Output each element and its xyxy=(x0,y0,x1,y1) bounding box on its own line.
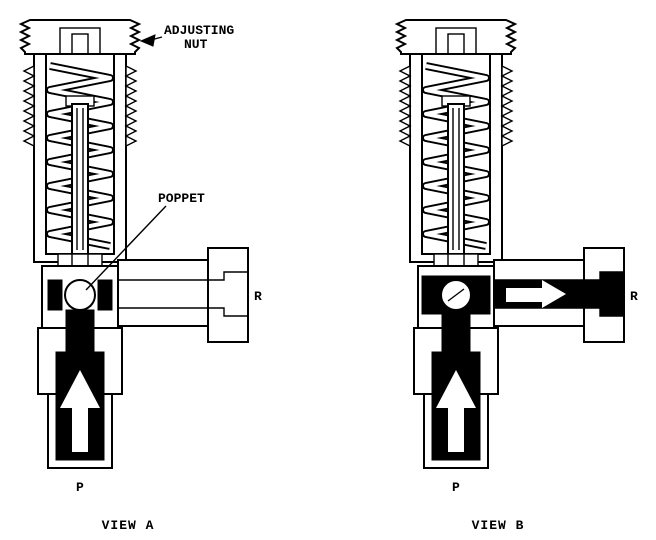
thread-serration-left xyxy=(22,64,36,148)
flow-arrow-up-icon xyxy=(60,370,100,408)
thread-serration-left xyxy=(398,64,412,148)
valve-figure-view-b: R P xyxy=(378,8,648,503)
caption-view-a: VIEW A xyxy=(101,518,155,533)
port-r-label: R xyxy=(630,289,638,304)
thread-serration-right xyxy=(124,64,138,148)
poppet-leader-line xyxy=(85,205,167,291)
port-r-label: R xyxy=(254,289,262,304)
relief-port-fitting xyxy=(207,247,249,343)
port-p-label: P xyxy=(76,480,84,495)
flow-arrow-up-icon xyxy=(436,370,476,408)
valve-stem xyxy=(71,103,89,255)
valve-diagram-view-b: R P xyxy=(394,19,638,495)
thread-serration-right xyxy=(500,64,514,148)
adjusting-nut-label-line2: NUT xyxy=(184,37,208,52)
adjusting-nut-arrowhead-icon xyxy=(139,34,156,47)
flow-arrow-up-shaft xyxy=(72,408,88,452)
caption-view-b: VIEW B xyxy=(471,518,525,533)
flow-arrow-right-shaft xyxy=(506,288,542,302)
poppet-seat-left xyxy=(47,279,63,311)
adjusting-screw-slot xyxy=(71,33,89,55)
adjusting-nut-label-line1: ADJUSTING xyxy=(164,23,234,38)
adjusting-screw-slot xyxy=(447,33,465,55)
relief-port-bore xyxy=(118,271,248,317)
poppet-seat-right xyxy=(97,279,113,311)
relief-port-arm xyxy=(117,259,215,327)
valve-diagram-view-a: ADJUSTING NUT POPPET R P xyxy=(18,19,262,495)
flow-arrow-up-shaft xyxy=(448,408,464,452)
poppet-ball-highlight xyxy=(447,288,465,302)
flow-arrow-right-icon xyxy=(542,280,566,308)
valve-stem xyxy=(447,103,465,255)
valve-figure-view-a: ADJUSTING NUT POPPET R P xyxy=(2,8,272,503)
port-p-label: P xyxy=(452,480,460,495)
poppet-label: POPPET xyxy=(158,191,205,206)
